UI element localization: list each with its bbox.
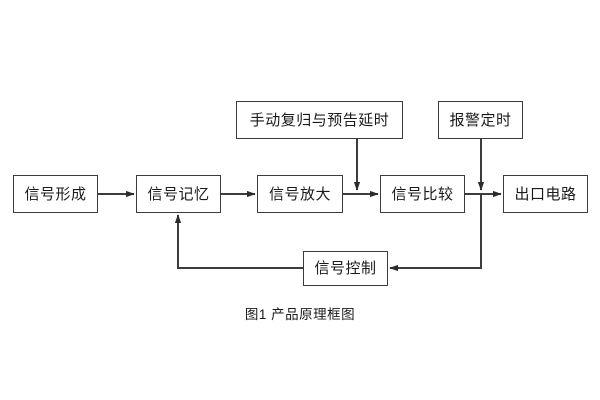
- node-manual-reset-delay[interactable]: 手动复归与预告延时: [236, 101, 403, 139]
- connector-bus-to-control: [389, 194, 482, 272]
- node-signal-formation[interactable]: 信号形成: [13, 175, 98, 213]
- node-signal-control[interactable]: 信号控制: [303, 251, 388, 286]
- node-output-circuit[interactable]: 出口电路: [503, 175, 588, 213]
- node-signal-amplify[interactable]: 信号放大: [257, 175, 343, 213]
- connector-control-to-memory: [174, 214, 303, 269]
- node-signal-compare[interactable]: 信号比较: [380, 175, 465, 213]
- node-signal-memory[interactable]: 信号记忆: [136, 175, 221, 213]
- figure-caption: 图1 产品原理框图: [244, 307, 356, 322]
- node-alarm-timer[interactable]: 报警定时: [438, 101, 523, 139]
